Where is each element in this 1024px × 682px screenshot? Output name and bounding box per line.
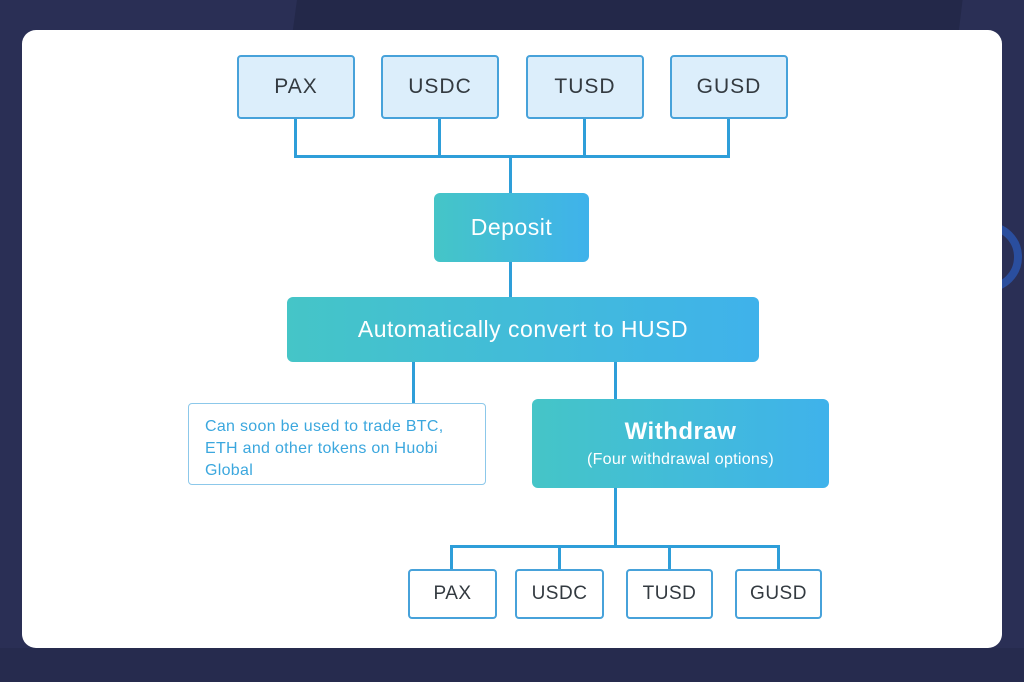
connector-line [558, 545, 561, 572]
connector-line [450, 545, 453, 572]
info-note: Can soon be used to trade BTC, ETH and o… [188, 403, 486, 485]
connector-line [614, 362, 617, 399]
connector-line [412, 362, 415, 403]
deposit-node: Deposit [434, 193, 589, 262]
connector-line [509, 262, 512, 297]
withdraw-node: Withdraw (Four withdrawal options) [532, 399, 829, 488]
top-token-pax: PAX [237, 55, 355, 119]
bottom-token-gusd: GUSD [735, 569, 822, 619]
connector-line [509, 155, 512, 193]
background-bottom-band [0, 648, 1024, 682]
connector-bus-line [450, 545, 780, 548]
bottom-token-pax: PAX [408, 569, 497, 619]
withdraw-subtitle: (Four withdrawal options) [586, 451, 775, 468]
diagram-card: PAX USDC TUSD GUSD Deposit Automatically… [22, 30, 1002, 648]
top-token-tusd: TUSD [526, 55, 644, 119]
connector-line [294, 119, 297, 158]
withdraw-title: Withdraw [624, 418, 737, 445]
connector-line [438, 119, 441, 158]
top-token-gusd: GUSD [670, 55, 788, 119]
bottom-token-tusd: TUSD [626, 569, 713, 619]
connector-line [727, 119, 730, 158]
connector-bus-line [294, 155, 730, 158]
convert-node: Automatically convert to HUSD [287, 297, 759, 362]
connector-line [583, 119, 586, 158]
bottom-token-usdc: USDC [515, 569, 604, 619]
connector-line [668, 545, 671, 572]
connector-line [614, 488, 617, 545]
top-token-usdc: USDC [381, 55, 499, 119]
connector-line [777, 545, 780, 572]
